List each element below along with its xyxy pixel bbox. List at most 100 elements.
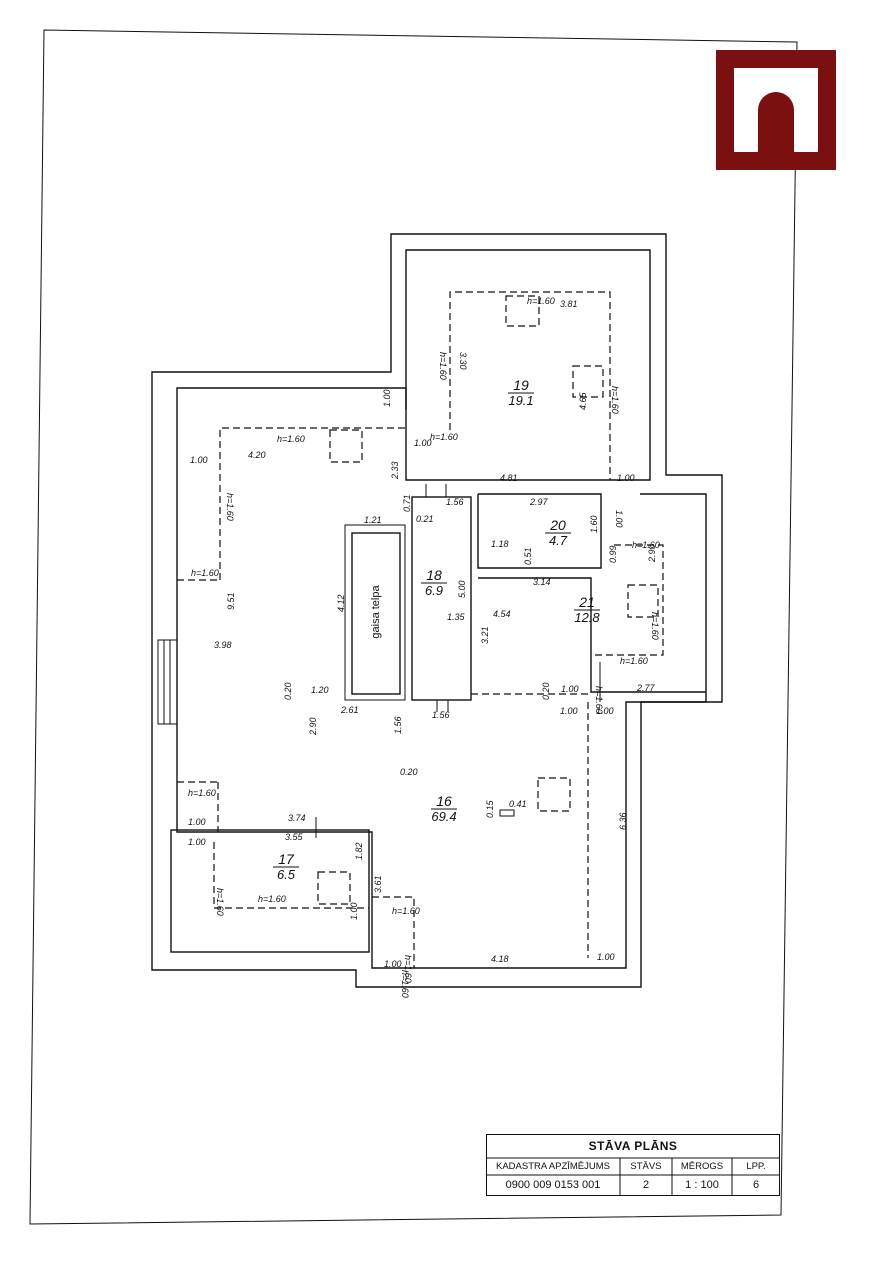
- room-number: 16: [436, 793, 452, 809]
- dimension-label: 1.00: [617, 473, 635, 483]
- dimension-label: 0.41: [509, 799, 527, 809]
- building-outer-wall: [151, 233, 723, 988]
- air-space-wall: [344, 524, 406, 701]
- dimension-label: 2.90: [308, 717, 318, 736]
- dimension-label: h=1.60: [215, 888, 225, 916]
- dimension-label: 3.30: [458, 352, 468, 370]
- height-line-21: [595, 544, 664, 656]
- room-area: 19.1: [508, 393, 533, 408]
- dimension-label: h=1.60: [403, 955, 413, 983]
- dimension-label: 4.20: [248, 450, 266, 460]
- sheet-border: [29, 29, 798, 1225]
- dimension-label: 0.15: [485, 799, 495, 818]
- dimension-label: 4.18: [491, 954, 509, 964]
- height-line-19: [449, 291, 611, 480]
- header-floor: STĀVS: [630, 1161, 662, 1172]
- arch-logo-icon: [716, 50, 836, 170]
- dimension-label: 1.00: [596, 706, 614, 716]
- dimension-label: 3.74: [288, 813, 306, 823]
- dimension-label: 1.00: [560, 706, 578, 716]
- dimension-label: 4.65: [578, 391, 588, 410]
- dimension-label: 2.97: [529, 497, 549, 507]
- dimension-label: 2.77: [636, 683, 656, 693]
- dimension-label: 1.00: [384, 959, 402, 969]
- room-number: 17: [278, 851, 295, 867]
- dimension-label: 1.82: [354, 842, 364, 860]
- room-17-label: 176.5: [273, 851, 299, 882]
- dimension-label: 0.21: [416, 514, 434, 524]
- dimension-label: 3.61: [373, 875, 383, 893]
- room-18-outline: [411, 496, 472, 701]
- room-number: 19: [513, 377, 529, 393]
- value-page: 6: [752, 1179, 760, 1191]
- room-area: 69.4: [431, 809, 456, 824]
- dimension-label: 1.00: [349, 902, 359, 920]
- dimension-label: h=1.60: [430, 432, 458, 442]
- room-area: 6.5: [277, 867, 296, 882]
- dimension-label: 3.21: [480, 626, 490, 644]
- dimension-label: h=1.60: [632, 540, 660, 550]
- dimension-label: 3.55: [285, 832, 304, 842]
- dimension-label: 3.14: [533, 577, 551, 587]
- dimension-label: 1.56: [432, 710, 450, 720]
- dimension-label: 2.61: [340, 705, 359, 715]
- dimension-label: 2.33: [390, 461, 400, 480]
- room-20-outline: [477, 493, 602, 569]
- dimension-label: 0.20: [283, 682, 293, 700]
- dimension-label: h=1.60: [225, 493, 235, 521]
- dimension-label: 1.56: [393, 716, 403, 734]
- dimension-label: 0.20: [400, 767, 418, 777]
- dimension-label: 4.81: [500, 473, 518, 483]
- window: [157, 639, 178, 725]
- room-17-outline: [170, 829, 370, 953]
- dimension-label: 1.00: [597, 952, 615, 962]
- dimension-label: 1.00: [188, 837, 206, 847]
- room-number: 20: [549, 517, 566, 533]
- dimension-label: 1.00: [382, 389, 392, 407]
- room-area: 4.7: [549, 533, 568, 548]
- room-18-label: 186.9: [421, 567, 447, 598]
- room-area: 6.9: [425, 583, 443, 598]
- dimension-label: 4.12: [336, 594, 346, 612]
- dimension-label: h=1.60: [400, 970, 410, 998]
- height-line-16-top: [219, 427, 406, 580]
- value-cadastre: 0900 009 0153 001: [505, 1179, 601, 1191]
- dimension-label: h=1.60: [594, 686, 604, 714]
- dimension-label: h=1.60: [258, 894, 286, 904]
- dimension-label: 1.00: [561, 684, 579, 694]
- air-space-outline: [351, 532, 401, 695]
- dimension-label: h=1.60: [650, 612, 660, 640]
- dimension-label: 1.00: [614, 510, 624, 528]
- title-block: STĀVA PLĀNS KADASTRA APZĪMĒJUMS STĀVS MĒ…: [486, 1134, 780, 1196]
- room-number: 18: [426, 567, 442, 583]
- dimension-label: 1.20: [311, 685, 329, 695]
- dimension-label: 1.56: [446, 497, 464, 507]
- dimension-label: 3.98: [214, 640, 232, 650]
- dimension-label: 1.35: [447, 612, 466, 622]
- dimension-label: 5.00: [457, 580, 467, 598]
- title-block-title: STĀVA PLĀNS: [588, 1139, 678, 1153]
- dimension-label: h=1.60: [392, 906, 420, 916]
- dimension-label: 3.81: [560, 299, 578, 309]
- height-line-17: [213, 842, 369, 909]
- dimension-label: 9.51: [226, 592, 236, 610]
- dimension-label: 0.51: [523, 547, 533, 565]
- dimension-label: 0.71: [402, 494, 412, 512]
- dimension-label: 0.20: [541, 682, 551, 700]
- header-page: LPP.: [746, 1161, 766, 1172]
- dimension-label: 1.21: [364, 515, 382, 525]
- value-scale: 1 : 100: [685, 1179, 719, 1191]
- header-cadastre: KADASTRA APZĪMĒJUMS: [495, 1161, 611, 1172]
- height-line-16-bottom: [372, 896, 415, 968]
- dimension-label: 6.36: [618, 812, 628, 830]
- room-21-outline: [478, 577, 706, 693]
- dimension-label: 1.00: [414, 438, 432, 448]
- room-16-outline: [176, 387, 707, 969]
- dimension-label: 4.54: [493, 609, 511, 619]
- dimension-label: h=1.60: [620, 656, 648, 666]
- room-19-outline: [405, 249, 651, 481]
